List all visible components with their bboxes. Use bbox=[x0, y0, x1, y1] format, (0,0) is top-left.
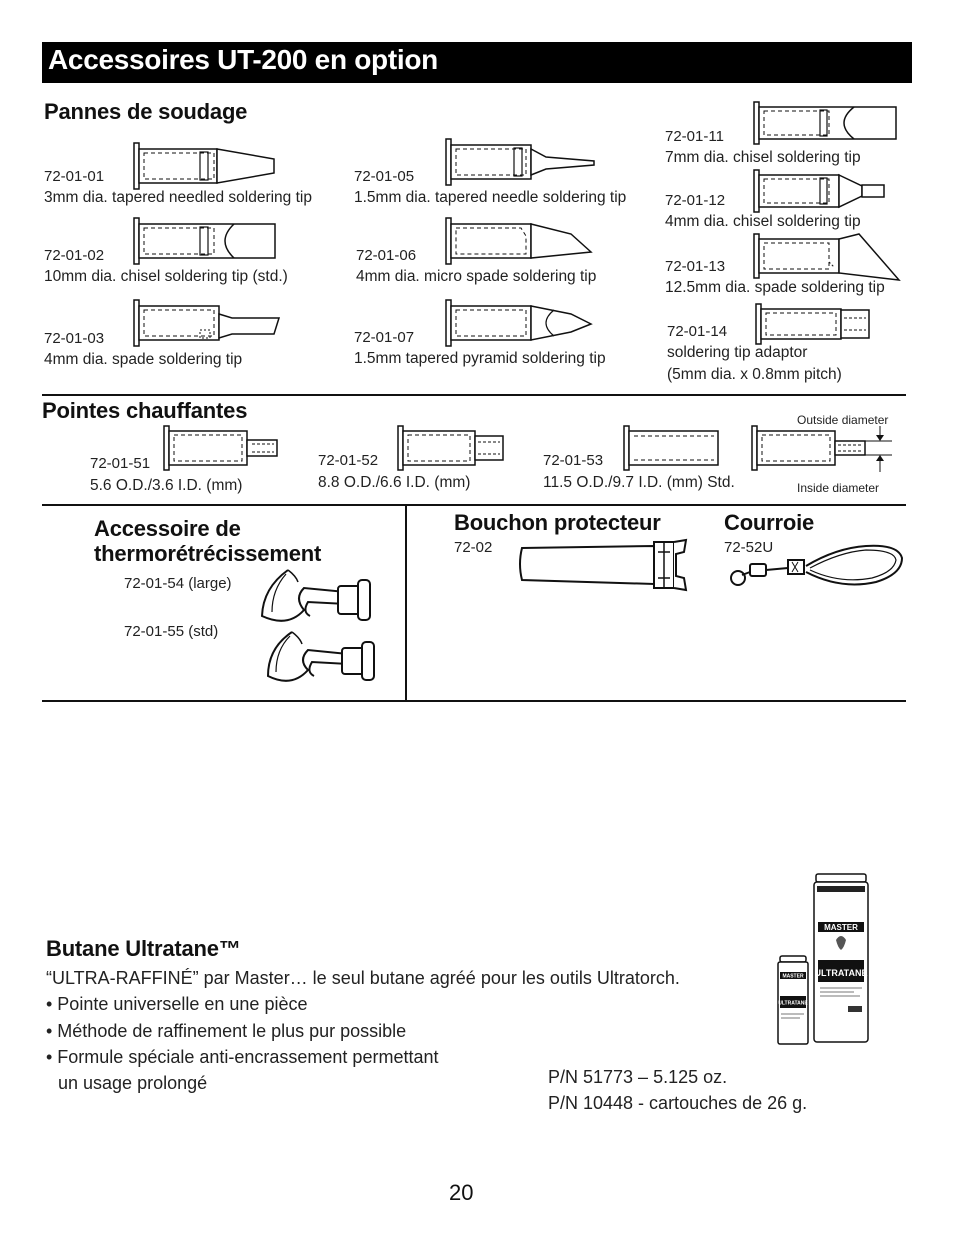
cap-heading: Bouchon protecteur bbox=[454, 510, 661, 535]
butane-bullet-continued: un usage prolongé bbox=[58, 1073, 208, 1093]
shrink-std-drawing bbox=[266, 631, 375, 682]
tip-drawing bbox=[445, 138, 595, 186]
butane-bullet: • Méthode de raffinement le plus pur pos… bbox=[46, 1021, 407, 1041]
tip-desc: 1.5mm dia. tapered needle soldering tip bbox=[354, 189, 627, 206]
tip-drawing bbox=[755, 303, 870, 345]
section-divider bbox=[42, 394, 906, 396]
can-brand-small: MASTER bbox=[782, 974, 804, 980]
title-bar: Accessoires UT-200 en option bbox=[42, 42, 912, 83]
tip-desc: 10mm dia. chisel soldering tip (std.) bbox=[44, 268, 288, 285]
tip-code: 72-01-07 bbox=[354, 329, 415, 346]
tip-drawing bbox=[133, 299, 281, 347]
butane-heading: Butane Ultratane™ bbox=[46, 936, 241, 961]
page-number: 20 bbox=[449, 1180, 474, 1205]
heater-desc: 5.6 O.D./3.6 I.D. (mm) bbox=[90, 477, 243, 494]
tip-desc: 4mm dia. spade soldering tip bbox=[44, 351, 243, 368]
shrink-heading-line2: thermorétrécissement bbox=[94, 541, 322, 566]
cap-drawing bbox=[519, 538, 688, 592]
tip-drawing bbox=[753, 233, 901, 281]
butane-bullet: • Formule spéciale anti-encrassement per… bbox=[46, 1047, 439, 1067]
shrink-large-drawing bbox=[260, 569, 371, 622]
outside-diameter-label: Outside diameter bbox=[797, 413, 889, 427]
heater-drawing bbox=[623, 425, 719, 471]
can-product-small: ULTRATANE bbox=[778, 1001, 808, 1007]
heater-drawing bbox=[163, 425, 278, 471]
tip-desc: soldering tip adaptor bbox=[667, 344, 808, 361]
heaters-heading: Pointes chauffantes bbox=[42, 398, 248, 423]
strap-drawing bbox=[730, 544, 904, 586]
heater-desc: 8.8 O.D./6.6 I.D. (mm) bbox=[318, 474, 471, 491]
tip-desc: 4mm dia. chisel soldering tip bbox=[665, 213, 861, 230]
tip-code: 72-01-02 bbox=[44, 247, 105, 264]
butane-cans-image: MASTER ULTRATANE MASTER ULTRATANE bbox=[777, 873, 869, 1045]
tip-drawing bbox=[445, 299, 593, 347]
tip-code: 72-01-14 bbox=[667, 323, 728, 340]
column-divider bbox=[405, 505, 407, 701]
heater-desc: 11.5 O.D./9.7 I.D. (mm) Std. bbox=[543, 474, 735, 491]
tip-desc: (5mm dia. x 0.8mm pitch) bbox=[667, 366, 842, 383]
page-title: Accessoires UT-200 en option bbox=[48, 44, 438, 75]
section-divider bbox=[42, 504, 906, 506]
tip-drawing bbox=[753, 169, 885, 213]
heater-code: 72-01-53 bbox=[543, 452, 604, 469]
shrink-item: 72-01-55 (std) bbox=[124, 623, 219, 640]
inside-diameter-label: Inside diameter bbox=[797, 481, 880, 495]
tip-code: 72-01-01 bbox=[44, 168, 105, 185]
heater-drawing bbox=[397, 425, 504, 471]
heater-code: 72-01-52 bbox=[318, 452, 379, 469]
tip-code: 72-01-13 bbox=[665, 258, 726, 275]
tip-drawing bbox=[133, 142, 275, 190]
heater-code: 72-01-51 bbox=[90, 455, 151, 472]
tip-drawing bbox=[753, 101, 897, 145]
tip-desc: 1.5mm tapered pyramid soldering tip bbox=[354, 350, 606, 367]
can-brand-large: MASTER bbox=[824, 923, 858, 932]
strap-heading: Courroie bbox=[724, 510, 815, 535]
shrink-heading-line1: Accessoire de bbox=[94, 516, 241, 541]
tips-heading: Pannes de soudage bbox=[44, 99, 248, 124]
diameter-diagram bbox=[751, 425, 892, 472]
tip-code: 72-01-05 bbox=[354, 168, 415, 185]
tip-desc: 7mm dia. chisel soldering tip bbox=[665, 149, 861, 166]
tip-drawing bbox=[133, 217, 276, 265]
part-number: P/N 51773 – 5.125 oz. bbox=[548, 1067, 728, 1087]
tip-desc: 12.5mm dia. spade soldering tip bbox=[665, 279, 885, 296]
tip-code: 72-01-11 bbox=[665, 128, 724, 145]
section-divider bbox=[42, 700, 906, 702]
tip-desc: 3mm dia. tapered needled soldering tip bbox=[44, 189, 312, 206]
butane-intro: “ULTRA-RAFFINÉ” par Master… le seul buta… bbox=[46, 968, 680, 988]
shrink-item: 72-01-54 (large) bbox=[124, 575, 232, 592]
strap-code: 72-52U bbox=[724, 539, 774, 556]
tip-code: 72-01-12 bbox=[665, 192, 726, 209]
cap-code: 72-02 bbox=[454, 539, 493, 556]
tip-code: 72-01-03 bbox=[44, 330, 105, 347]
tip-drawing bbox=[445, 217, 593, 265]
tip-desc: 4mm dia. micro spade soldering tip bbox=[356, 268, 597, 285]
tip-code: 72-01-06 bbox=[356, 247, 417, 264]
butane-bullet: • Pointe universelle en une pièce bbox=[46, 994, 308, 1014]
can-product-large: ULTRATANE bbox=[815, 968, 868, 978]
part-number: P/N 10448 - cartouches de 26 g. bbox=[548, 1093, 808, 1113]
